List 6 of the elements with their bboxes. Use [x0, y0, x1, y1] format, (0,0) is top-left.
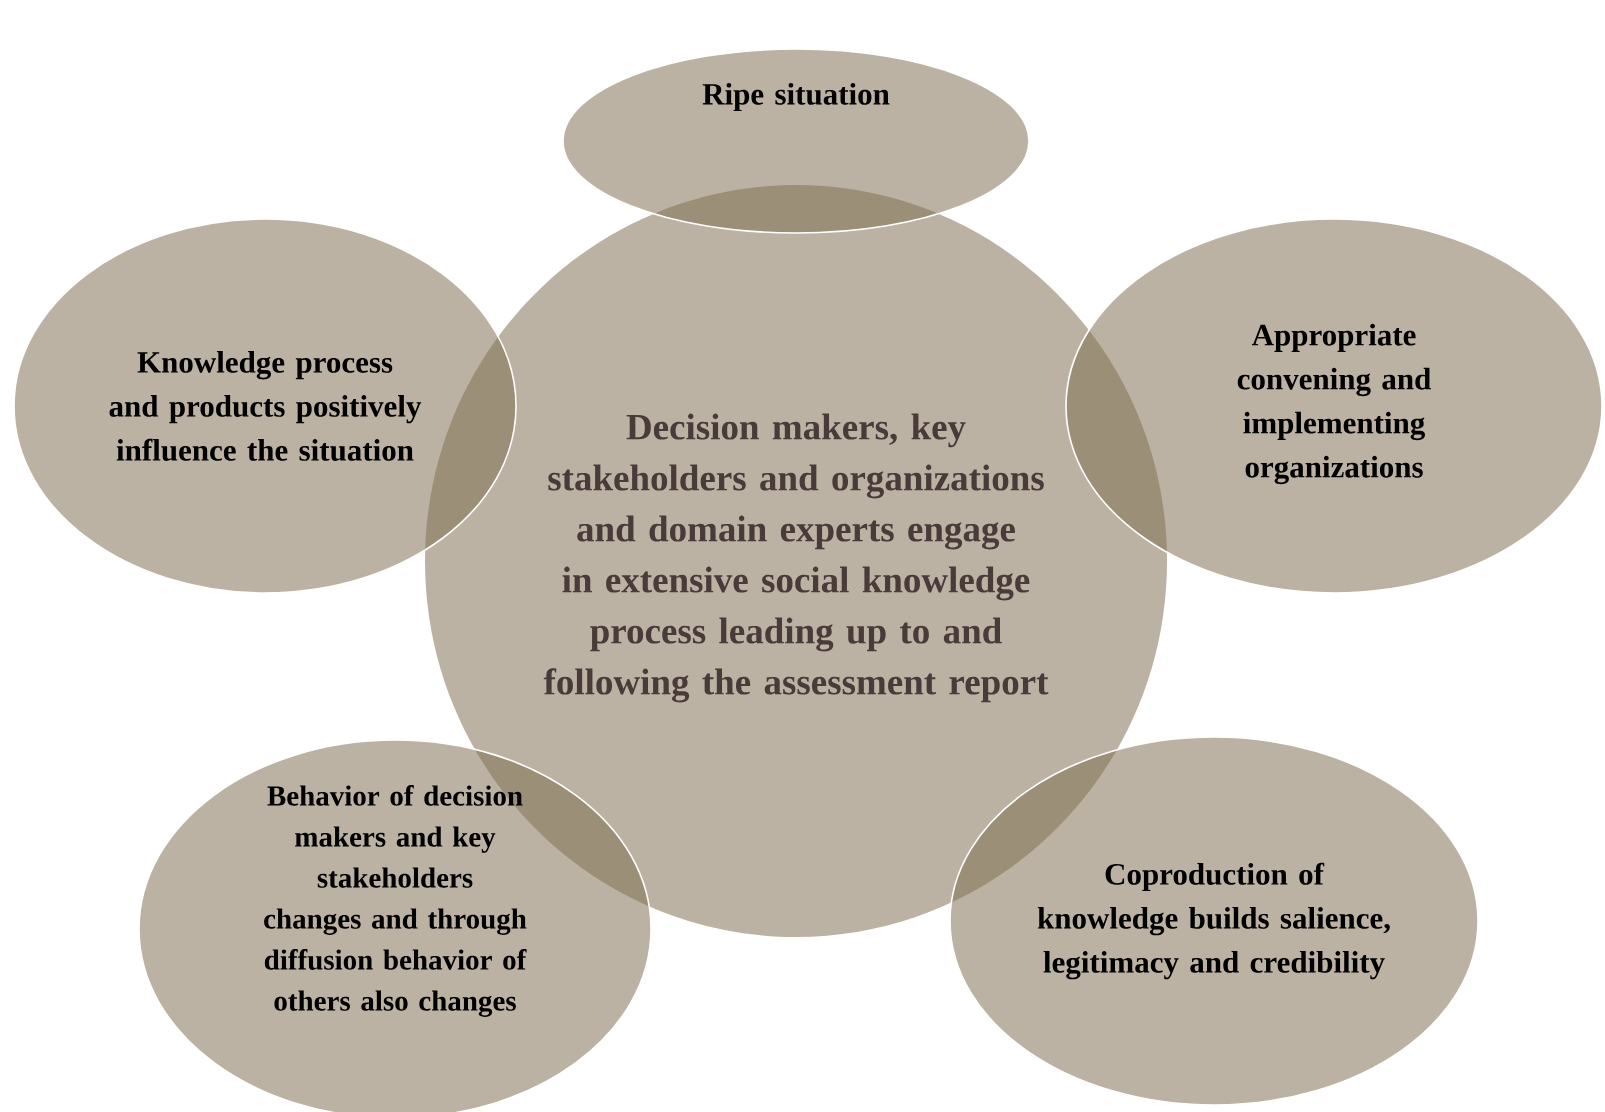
node-label: Decision makers, key stakeholders and organizations and domain experts engage in extensive social knowledge process leading up to and following the assessment report	[543, 413, 1049, 703]
node-label: Knowledge process and products positively influence the situation	[109, 351, 422, 461]
node-label: legitimacy and credibility	[1043, 950, 1385, 980]
node-label: diffusion behavior of others also changes	[264, 949, 527, 1017]
node-label: Ripe situation	[702, 82, 890, 112]
node-label: Appropriate convening and implementing organizations	[1237, 323, 1431, 485]
